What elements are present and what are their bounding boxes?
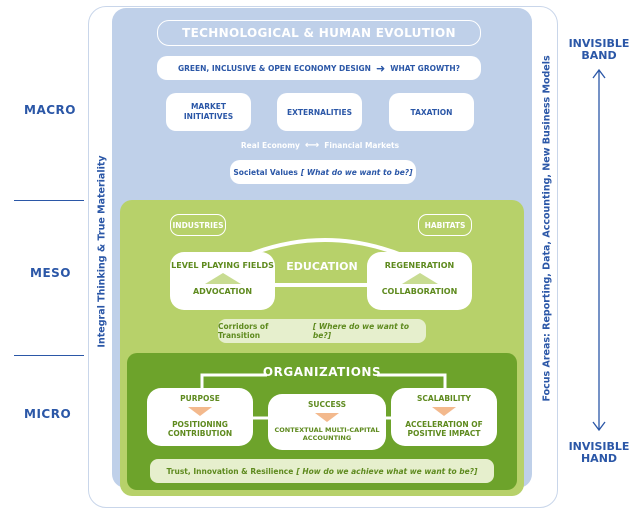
market-initiatives-pill: MARKET INITIATIVES (166, 93, 251, 131)
meso-node-left: LEVEL PLAYING FIELDS ADVOCATION (170, 252, 275, 310)
collaboration-label: COLLABORATION (381, 287, 458, 296)
trust-question: [ How do we achieve what we want to be?] (296, 466, 478, 476)
market-initiatives-line1: MARKET (190, 102, 227, 111)
left-vertical-label: Integral Thinking & True Materiality (96, 155, 108, 348)
level-meso: MESO (30, 266, 71, 280)
corridors-question: [ Where do we want to be?] (312, 322, 410, 340)
habitats-pill: HABITATS (418, 214, 472, 236)
level-micro: MICRO (24, 407, 72, 421)
up-triangle-icon (204, 273, 241, 284)
trust-pill: Trust, Innovation & Resilience [ How do … (150, 459, 494, 483)
regeneration-label: REGENERATION (384, 261, 455, 270)
positioning-label: POSITIONING (172, 420, 228, 429)
contextual-label: CONTEXTUAL MULTI-CAPITAL (274, 426, 380, 434)
societal-values-pill: Societal Values [ What do we want to be?… (230, 160, 416, 184)
positive-impact-label: POSITIVE IMPACT (407, 429, 481, 438)
level-divider-2 (14, 355, 84, 356)
scalability-label: SCALABILITY (417, 394, 471, 403)
externalities-label: EXTERNALITIES (286, 107, 352, 117)
macro-title: TECHNOLOGICAL & HUMAN EVOLUTION (157, 20, 481, 46)
accounting-label: ACCOUNTING (302, 434, 352, 442)
societal-values-label: Societal Values (233, 167, 298, 177)
level-macro: MACRO (24, 103, 76, 117)
micro-node-success: SUCCESS CONTEXTUAL MULTI-CAPITAL ACCOUNT… (268, 394, 386, 450)
growth-left-text: GREEN, INCLUSIVE & OPEN ECONOMY DESIGN (177, 63, 371, 73)
micro-node-scalability: SCALABILITY ACCELERATION OF POSITIVE IMP… (391, 388, 497, 446)
micro-node-purpose: PURPOSE POSITIONING CONTRIBUTION (147, 388, 253, 446)
advocation-label: ADVOCATION (192, 287, 253, 296)
corridors-pill: Corridors of Transition [ Where do we wa… (218, 319, 426, 343)
education-label: EDUCATION (286, 260, 358, 273)
corridors-label: Corridors of Transition (218, 322, 269, 340)
contribution-label: CONTRIBUTION (167, 429, 233, 438)
right-vertical-label: Focus Areas: Reporting, Data, Accounting… (541, 55, 553, 402)
economy-row: Real Economy ⟷ Financial Markets (240, 140, 400, 151)
market-initiatives-line2: INITIATIVES (183, 112, 234, 121)
invisible-band-line2: BAND (581, 49, 617, 62)
taxation-label: TAXATION (410, 107, 453, 117)
financial-markets-label: Financial Markets (324, 141, 400, 150)
invisible-band-line1: INVISIBLE (568, 37, 630, 50)
arrow-right-icon: ➜ (375, 61, 386, 75)
growth-pill: GREEN, INCLUSIVE & OPEN ECONOMY DESIGN ➜… (157, 56, 481, 80)
invisible-hand-line2: HAND (580, 452, 618, 465)
societal-values-question: [ What do we want to be?] (300, 167, 413, 177)
invisible-band-label: INVISIBLE BAND (566, 38, 632, 62)
organizations-title: ORGANIZATIONS (262, 365, 382, 379)
down-triangle-icon (188, 407, 212, 416)
industries-pill: INDUSTRIES (170, 214, 226, 236)
externalities-pill: EXTERNALITIES (277, 93, 362, 131)
success-label: SUCCESS (307, 400, 347, 409)
meso-node-right: REGENERATION COLLABORATION (367, 252, 472, 310)
down-triangle-icon (315, 413, 339, 422)
real-economy-label: Real Economy (240, 141, 300, 150)
up-triangle-icon (401, 273, 438, 284)
double-arrow-icon: ⟷ (304, 140, 320, 151)
growth-right-text: WHAT GROWTH? (390, 63, 461, 73)
taxation-pill: TAXATION (389, 93, 474, 131)
down-triangle-icon (432, 407, 456, 416)
invisible-hand-label: INVISIBLE HAND (566, 441, 632, 465)
meso-connector-bar (260, 283, 380, 287)
acceleration-label: ACCELERATION OF (405, 420, 483, 429)
invisible-hand-line1: INVISIBLE (568, 440, 630, 453)
level-divider-1 (14, 200, 84, 201)
vertical-double-arrow-icon (592, 68, 606, 432)
level-playing-fields-label: LEVEL PLAYING FIELDS (171, 261, 274, 270)
trust-label: Trust, Innovation & Resilience (166, 466, 294, 476)
purpose-label: PURPOSE (180, 394, 220, 403)
